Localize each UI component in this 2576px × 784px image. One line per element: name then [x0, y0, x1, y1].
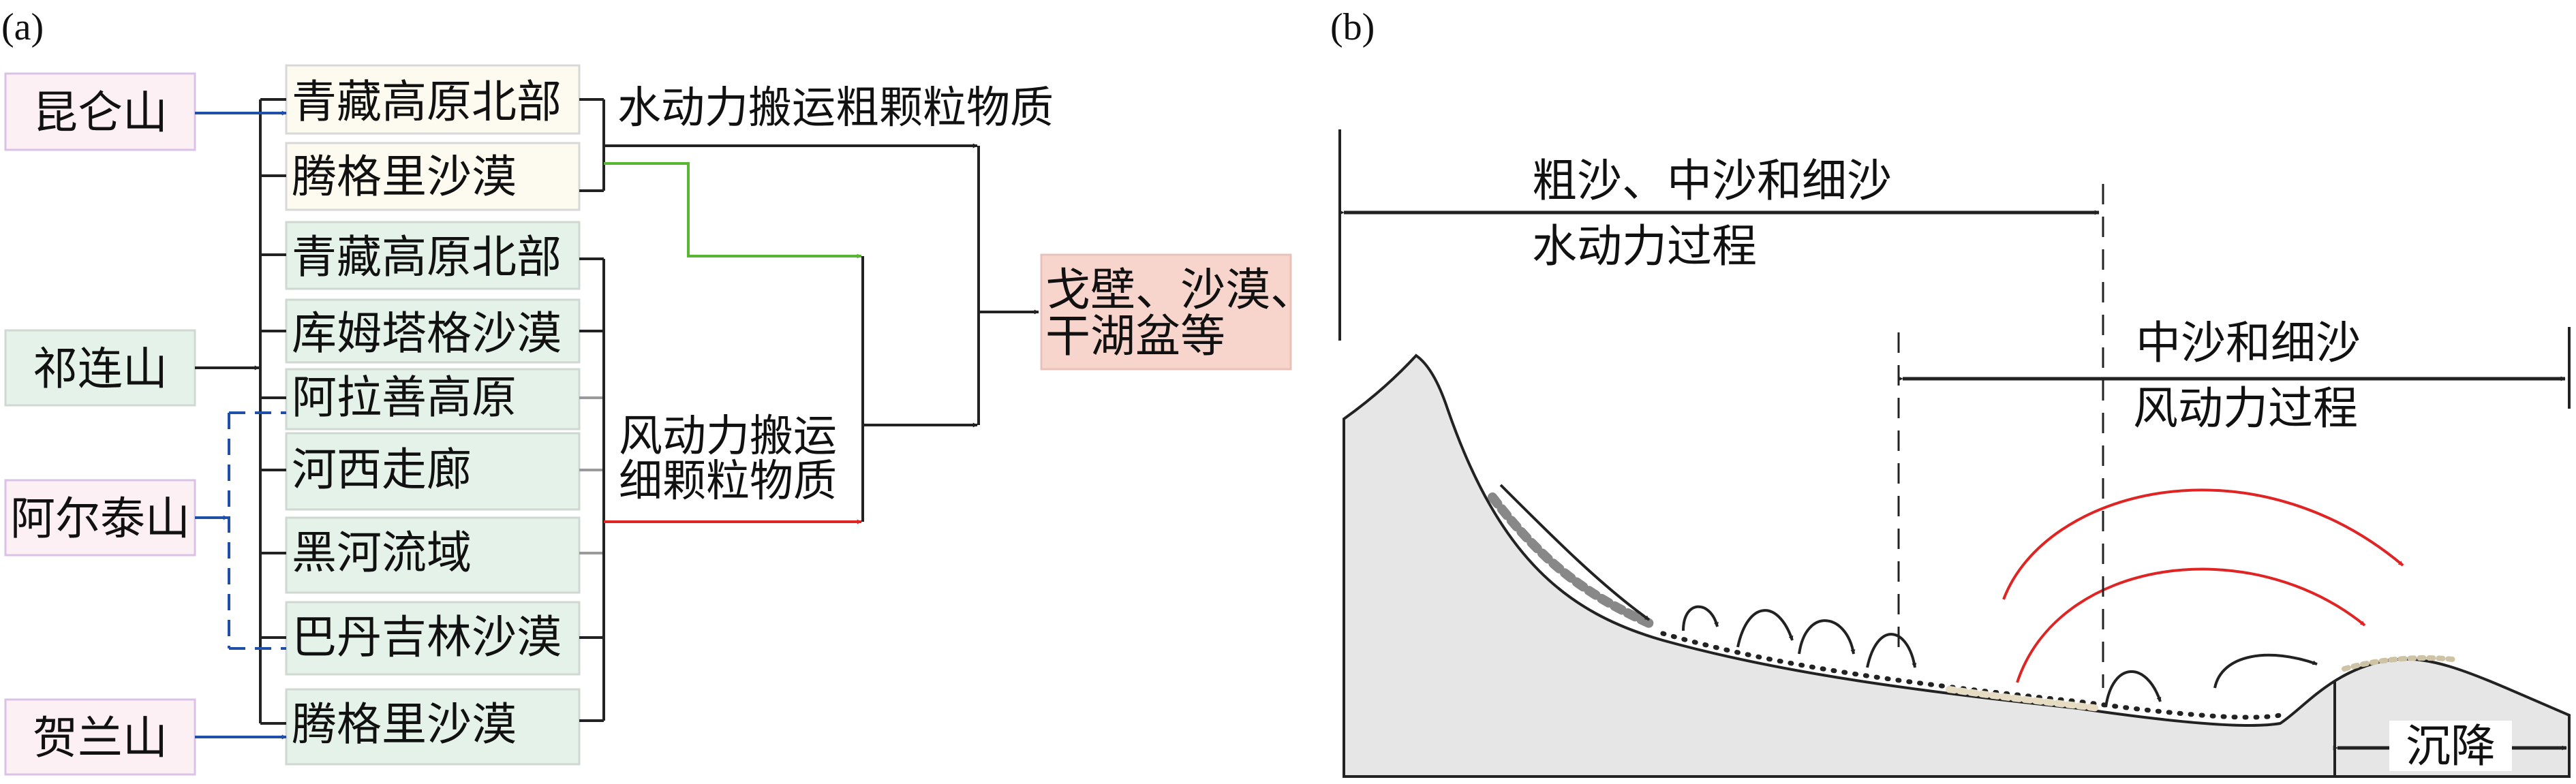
source-areas: 青藏高原北部 腾格里沙漠 青藏高原北部 库姆塔格沙漠 阿拉善高原 河西走廊 [285, 64, 581, 766]
source-box: 腾格里沙漠 [285, 142, 581, 211]
source-box: 腾格里沙漠 [285, 688, 581, 766]
mountain-qilian-box [4, 329, 196, 407]
green-arrow [604, 162, 862, 259]
surface-dots [1660, 631, 2283, 720]
source-label: 巴丹吉林沙漠 [292, 611, 562, 663]
terrain [1343, 354, 2571, 778]
source-label: 腾格里沙漠 [292, 151, 517, 203]
source-box: 青藏高原北部 [285, 64, 581, 135]
sink-label-1: 戈壁、沙漠、 [1045, 264, 1315, 316]
suspension-arrow-lower [2016, 567, 2366, 683]
beige-grains [1946, 686, 2102, 712]
source-box: 巴丹吉林沙漠 [285, 601, 581, 676]
mountain-helan: 贺兰山 [4, 698, 196, 776]
mountain-kunlun-label: 昆仑山 [33, 87, 168, 139]
panel-a-label: (a) [1, 6, 44, 48]
source-label: 河西走廊 [292, 443, 472, 496]
mountain-qilian: 祁连山 [4, 329, 196, 407]
saltation-arrows [1682, 605, 2318, 708]
subsidence-label: 沉降 [2406, 720, 2496, 772]
water-grain-label: 粗沙、中沙和细沙 [1532, 155, 1892, 207]
wind-process-text: 风动力过程 [2133, 382, 2358, 435]
source-label: 库姆塔格沙漠 [292, 307, 562, 360]
panel-a: (a) 昆仑山 祁连山 阿尔泰山 贺兰山 青藏高原北部 腾格里沙漠 [1, 6, 1315, 776]
mountain-altai-box [4, 479, 196, 556]
source-box: 河西走廊 [285, 432, 581, 511]
wind-bracket [579, 257, 605, 722]
mountain-helan-label: 贺兰山 [33, 712, 168, 764]
panel-b: (b) 粗沙、中沙和细沙 水动力过程 [1330, 6, 2571, 778]
source-label: 青藏高原北部 [292, 76, 562, 128]
source-box: 黑河流域 [285, 516, 581, 594]
coarse-grains [1488, 492, 1654, 628]
mountain-qilian-label: 祁连山 [33, 343, 168, 395]
water-process-text: 水动力过程 [1532, 220, 1757, 272]
source-box: 阿拉善高原 [285, 368, 581, 430]
wind-process-label-1: 风动力搬运 [619, 411, 837, 462]
mountain-kunlun: 昆仑山 [4, 72, 196, 151]
sink-box: 戈壁、沙漠、 干湖盆等 [1040, 253, 1315, 371]
mountain-altai-label: 阿尔泰山 [10, 492, 190, 545]
subsidence-label-bg [2389, 721, 2512, 771]
water-bracket [579, 98, 605, 192]
water-process-label: 水动力搬运粗颗粒物质 [617, 83, 1054, 134]
source-label: 黑河流域 [292, 527, 472, 579]
dune-grains [2342, 655, 2456, 672]
mountain-altai: 阿尔泰山 [4, 479, 196, 556]
source-box: 青藏高原北部 [285, 221, 581, 290]
mountain-kunlun-box [4, 72, 196, 151]
wind-process-label-2: 细颗粒物质 [619, 456, 837, 507]
suspension-arrow-upper [2002, 488, 2404, 600]
source-label: 青藏高原北部 [292, 231, 562, 283]
sink-label-2: 干湖盆等 [1045, 310, 1225, 362]
wind-grain-label: 中沙和细沙 [2136, 317, 2361, 369]
source-box: 库姆塔格沙漠 [285, 298, 581, 364]
source-label: 阿拉善高原 [292, 371, 517, 424]
altai-dashed-bracket [228, 411, 286, 650]
source-label: 腾格里沙漠 [292, 698, 517, 751]
slope-flow-arrow [1499, 484, 1651, 621]
panel-b-label: (b) [1330, 6, 1375, 48]
